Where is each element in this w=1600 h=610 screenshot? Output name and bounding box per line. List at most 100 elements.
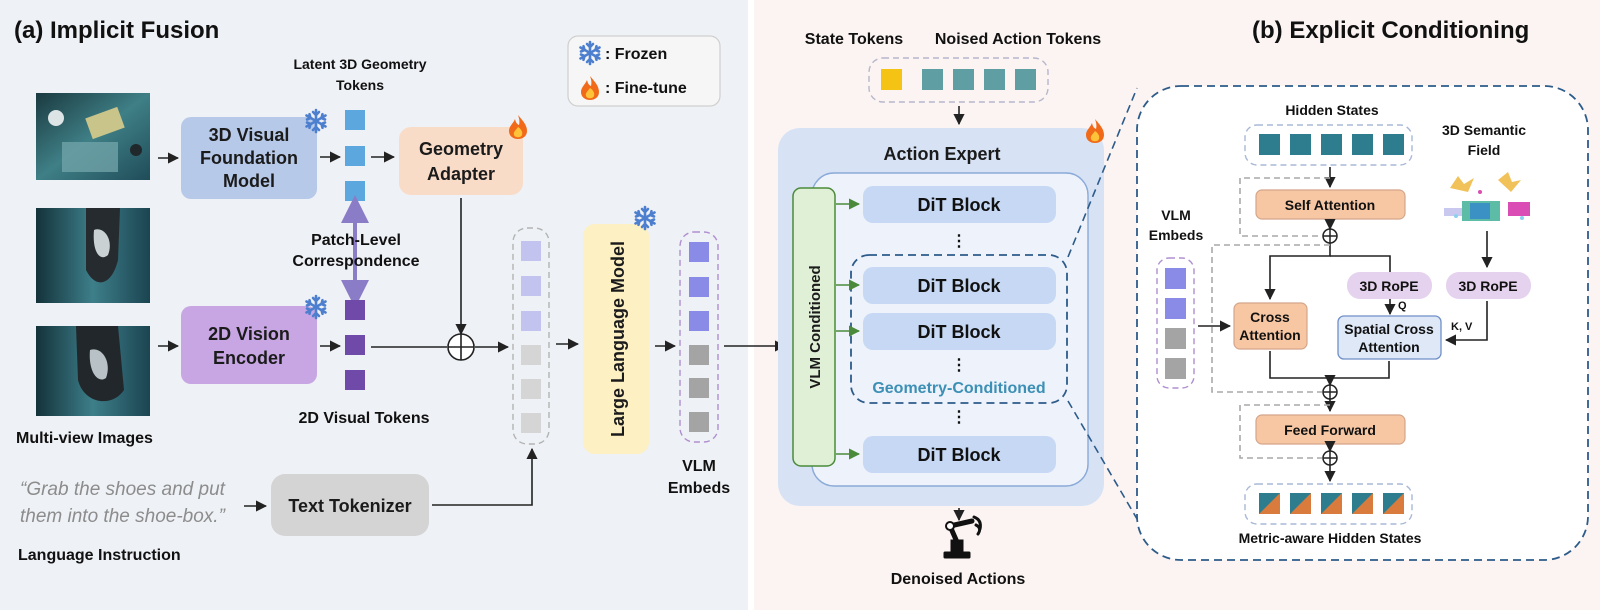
feed-forward-label: Feed Forward xyxy=(1284,422,1376,438)
visual-token-3 xyxy=(345,370,365,390)
action-expert-title: Action Expert xyxy=(883,144,1000,164)
correspondence-label-line-1: Patch-Level xyxy=(311,232,401,249)
visual-token-1 xyxy=(345,300,365,320)
state-token xyxy=(881,69,902,90)
multiview-image-1 xyxy=(36,93,150,180)
kv-label: K, V xyxy=(1451,321,1473,333)
line-add1-to-cross xyxy=(1264,243,1331,301)
vision-encoder-box xyxy=(181,306,317,384)
visual-token-2 xyxy=(345,335,365,355)
dit-block-1 xyxy=(863,186,1056,223)
right-panel-title: (b) Explicit Conditioning xyxy=(1252,17,1529,44)
dit-block-3-label: DiT Block xyxy=(917,322,1001,342)
zoom-line-bottom xyxy=(1067,400,1141,525)
legend-frozen-label: : Frozen xyxy=(605,46,667,63)
geometry-adapter-line-1: Geometry xyxy=(419,139,503,159)
self-attention-label: Self Attention xyxy=(1285,197,1375,213)
input-sequence-container xyxy=(512,227,550,445)
semantic-field-point-cloud xyxy=(1444,172,1530,221)
correspondence-label-line-2: Correspondence xyxy=(292,253,419,270)
rope-q-box xyxy=(1347,272,1432,299)
dit-block-4-label: DiT Block xyxy=(917,445,1001,465)
vlm-embeds-container xyxy=(679,231,719,443)
dit-ellipsis-3: ⋮ xyxy=(951,409,967,426)
geometry-conditioned-label: Geometry-Conditioned xyxy=(872,380,1045,397)
multiview-image-3 xyxy=(36,326,150,416)
latent-token-3 xyxy=(345,181,365,201)
vfm-box xyxy=(181,117,317,199)
denoised-actions-label: Denoised Actions xyxy=(891,571,1026,588)
right-vlm-embeds-label-line-1: VLM xyxy=(1161,207,1191,223)
arrow-rope-to-spatial xyxy=(1444,301,1488,346)
vlm-embeds-label-line-2: Embeds xyxy=(668,480,730,497)
noised-action-tokens xyxy=(922,69,1036,90)
add1-plus-circle-icon xyxy=(1322,228,1338,244)
hidden-states-label: Hidden States xyxy=(1285,102,1379,118)
right-vlm-embeds-tokens xyxy=(1165,268,1186,379)
latent-token-2 xyxy=(345,146,365,166)
robot-arm-icon xyxy=(943,515,982,559)
noised-tokens-label: Noised Action Tokens xyxy=(935,31,1101,48)
geometry-adapter-line-2: Adapter xyxy=(427,164,495,184)
fusion-plus-circle-icon xyxy=(447,333,475,361)
cross-attention-line-1: Cross xyxy=(1250,309,1290,325)
instruction-quote-line-2: them into the shoe-box.” xyxy=(20,506,227,527)
semantic-field-label-line-2: Field xyxy=(1468,142,1501,158)
text-tokenizer-label: Text Tokenizer xyxy=(288,496,411,516)
dit-block-2 xyxy=(863,267,1056,304)
instruction-quote-line-1: “Grab the shoes and put xyxy=(20,479,226,500)
spatial-cross-attention-box xyxy=(1337,315,1442,360)
metric-states-label: Metric-aware Hidden States xyxy=(1239,530,1422,546)
residual-cross-attention xyxy=(1211,244,1330,393)
cross-attention-box xyxy=(1233,302,1308,350)
latent-tokens-label-line-1: Latent 3D Geometry xyxy=(293,56,426,72)
add3-plus-circle-icon xyxy=(1322,450,1338,466)
right-vlm-embeds-container xyxy=(1156,257,1195,389)
latent-tokens-label-line-2: Tokens xyxy=(336,77,384,93)
geometry-adapter-box xyxy=(399,127,523,195)
vlm-conditioned-box xyxy=(792,187,836,467)
metric-aware-tokens xyxy=(1259,493,1404,514)
vision-encoder-line-2: Encoder xyxy=(213,348,285,368)
metric-states-container xyxy=(1244,483,1413,525)
text-tokenizer-box xyxy=(271,474,429,536)
rope-kv-label: 3D RoPE xyxy=(1458,278,1517,294)
multiview-images-label: Multi-view Images xyxy=(16,430,153,447)
add2-plus-circle-icon xyxy=(1322,384,1338,400)
hidden-state-tokens xyxy=(1259,134,1404,155)
line-cross-to-add2 xyxy=(1269,351,1336,387)
dit-ellipsis-2: ⋮ xyxy=(951,357,967,374)
hidden-states-container xyxy=(1244,124,1413,166)
rope-kv-box xyxy=(1446,272,1531,299)
vlm-embeds-tokens xyxy=(689,242,709,432)
vfm-box-line-3: Model xyxy=(223,171,275,191)
q-label: Q xyxy=(1398,300,1407,312)
semantic-field-label-line-1: 3D Semantic xyxy=(1442,122,1526,138)
dit-block-4 xyxy=(863,436,1056,473)
spatial-cross-line-2: Attention xyxy=(1358,339,1419,355)
zoom-line-top xyxy=(1067,87,1138,258)
rope-q-label: 3D RoPE xyxy=(1359,278,1418,294)
residual-self-attention xyxy=(1239,177,1330,237)
residual-feed-forward xyxy=(1239,404,1330,459)
line-spatial-to-add2 xyxy=(1330,361,1390,379)
instruction-label: Language Instruction xyxy=(18,547,181,564)
dit-ellipsis-1: ⋮ xyxy=(951,233,967,250)
left-panel-title: (a) Implicit Fusion xyxy=(14,17,219,44)
input-sequence-tokens xyxy=(521,241,541,433)
vlm-conditioned-label: VLM Conditioned xyxy=(807,265,824,388)
visual-tokens-label: 2D Visual Tokens xyxy=(298,410,429,427)
multiview-image-2 xyxy=(36,208,150,303)
latent-token-1 xyxy=(345,110,365,130)
dit-block-1-label: DiT Block xyxy=(917,195,1001,215)
llm-box xyxy=(583,224,649,454)
vfm-box-line-2: Foundation xyxy=(200,148,298,168)
cross-attention-line-2: Attention xyxy=(1239,327,1300,343)
dit-block-2-label: DiT Block xyxy=(917,276,1001,296)
state-tokens-label: State Tokens xyxy=(805,31,904,48)
vision-encoder-line-1: 2D Vision xyxy=(208,324,290,344)
arrow-tokenizer-to-sequence xyxy=(432,447,538,506)
action-tokens-container xyxy=(868,57,1049,103)
